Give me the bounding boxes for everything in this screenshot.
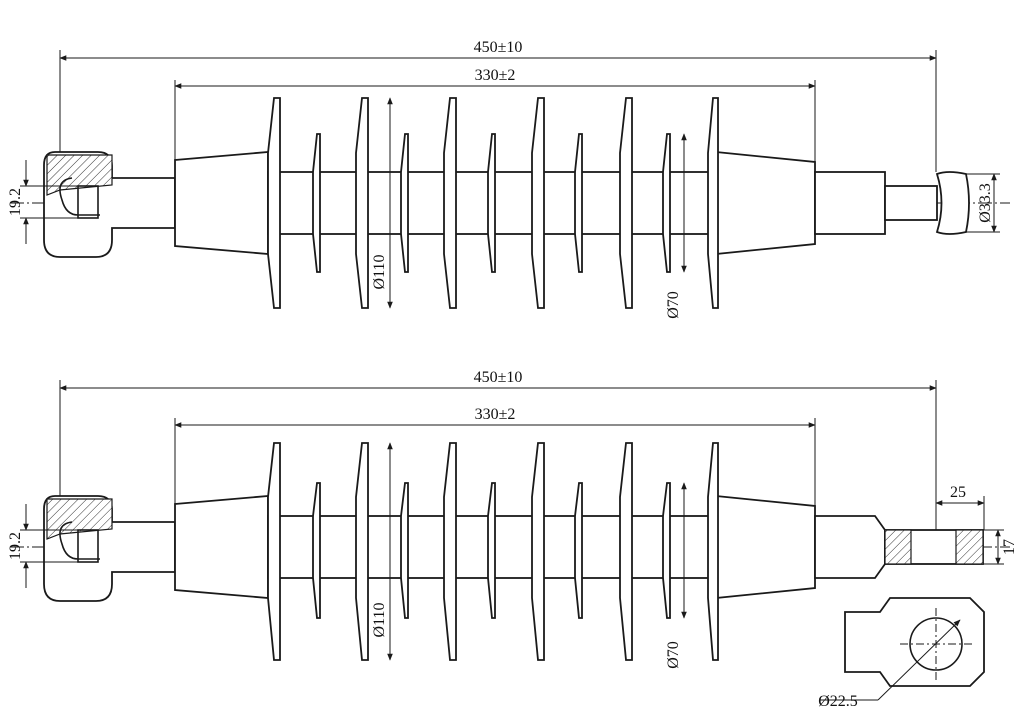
bottom-eye-end-fitting (43, 495, 176, 602)
bottom-eye-dimension: 19.2 (7, 532, 24, 560)
bottom-small-shed-diameter: Ø70 (665, 641, 682, 669)
bottom-tongue-end-fitting (814, 515, 984, 579)
bottom-sheds (267, 442, 719, 661)
bottom-sheath-right (715, 495, 816, 599)
top-large-shed-diameter: Ø110 (371, 255, 388, 290)
bottom-tongue-length: 25 (950, 484, 966, 501)
bottom-sheath-left (174, 495, 269, 599)
bottom-large-shed-diameter: Ø110 (371, 603, 388, 638)
top-ball-end-fitting (814, 171, 970, 235)
bottom-insulation-length: 330±2 (475, 406, 516, 423)
bottom-insulator-view: Ø22.5 450±10 330±2 19.2 Ø110 Ø70 25 17 (7, 369, 1018, 710)
tongue-hole-detail (820, 597, 985, 701)
top-insulation-length: 330±2 (475, 67, 516, 84)
top-ball-diameter: Ø33.3 (977, 183, 994, 223)
top-eye-dimension: 19.2 (7, 188, 24, 216)
top-sheath-left (174, 151, 269, 255)
top-overall-length: 450±10 (474, 39, 523, 56)
top-small-shed-diameter: Ø70 (665, 291, 682, 319)
bottom-overall-length: 450±10 (474, 369, 523, 386)
top-sheds (267, 97, 719, 309)
top-sheath-right (715, 151, 816, 255)
top-insulator-view: 450±10 330±2 19.2 Ø110 Ø70 Ø33.3 (7, 39, 1010, 319)
bottom-tongue-thickness: 17 (1001, 539, 1018, 555)
bottom-hole-diameter: Ø22.5 (818, 693, 858, 710)
top-eye-end-fitting (43, 151, 176, 258)
